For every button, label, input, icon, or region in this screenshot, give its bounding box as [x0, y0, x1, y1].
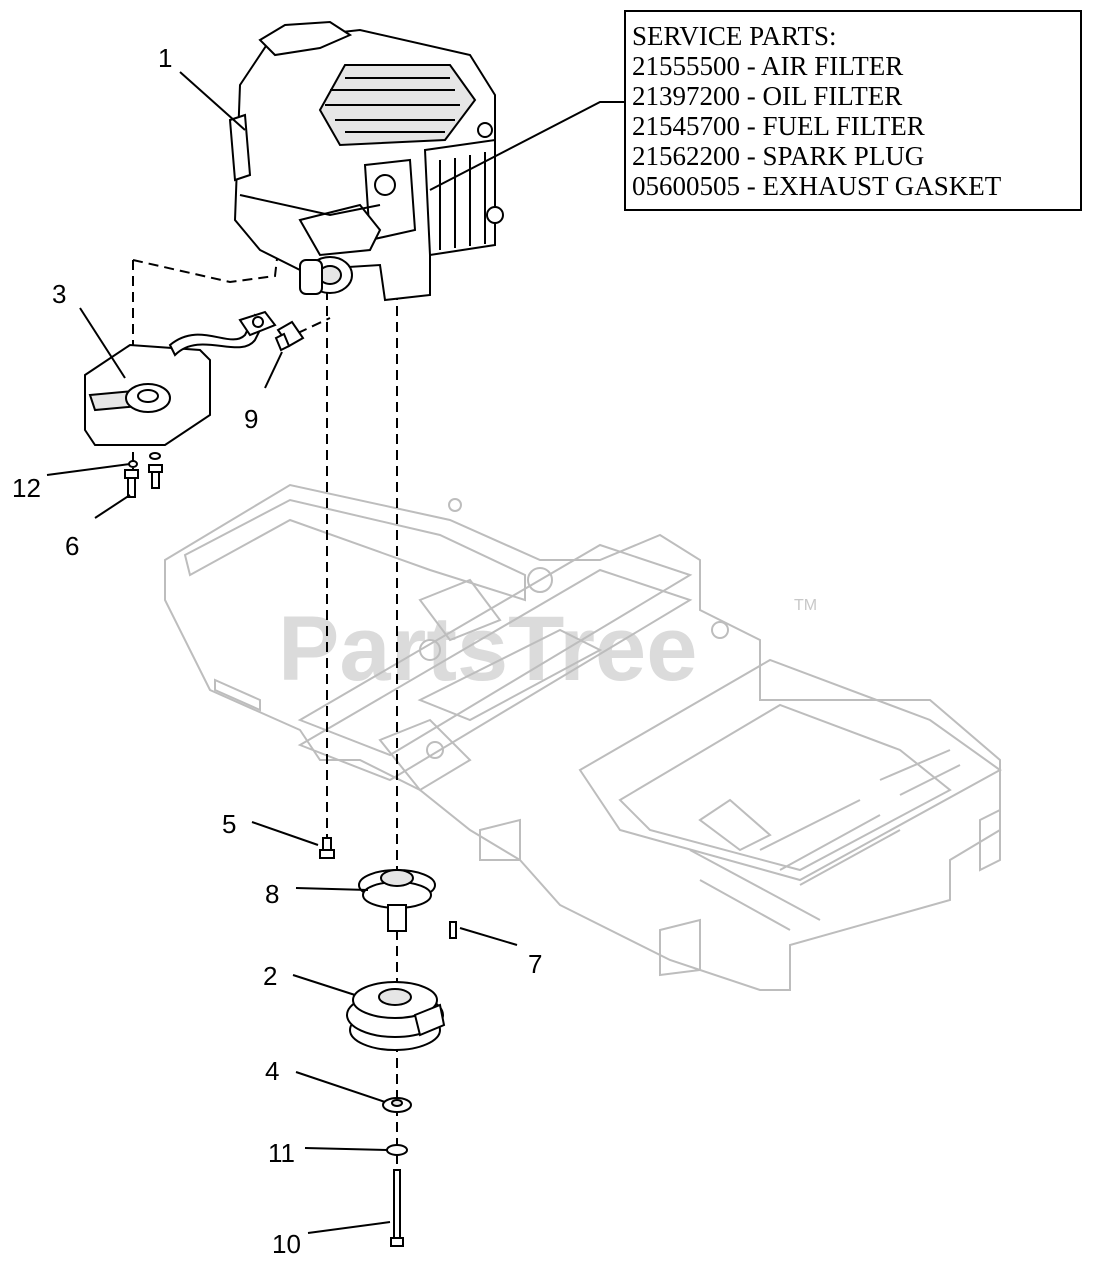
- pulley: [358, 869, 436, 932]
- bolt-6: [124, 464, 163, 498]
- callout-5: 5: [222, 809, 236, 839]
- service-part-air-filter: 21555500 - AIR FILTER: [632, 51, 903, 81]
- clutch: [346, 981, 446, 1051]
- service-part-oil-filter: 21397200 - OIL FILTER: [632, 81, 902, 111]
- callout-1: 1: [158, 43, 172, 73]
- pin-7: [449, 921, 457, 939]
- mower-frame: [164, 483, 1002, 991]
- bolt-5: [319, 837, 335, 859]
- service-part-fuel-filter: 21545700 - FUEL FILTER: [632, 111, 925, 141]
- callout-9: 9: [244, 404, 258, 434]
- service-parts-heading: SERVICE PARTS:: [632, 21, 837, 51]
- callouts: 1 3 9 12 6 5 8 7 2 4 11 10: [12, 43, 542, 1259]
- long-bolt-10: [390, 1169, 404, 1247]
- fitting: [274, 320, 305, 352]
- service-part-exhaust-gasket: 05600505 - EXHAUST GASKET: [632, 171, 1002, 201]
- washer-spacer-4: [382, 1097, 412, 1113]
- service-part-spark-plug: 21562200 - SPARK PLUG: [632, 141, 924, 171]
- callout-4: 4: [265, 1056, 279, 1086]
- callout-3: 3: [52, 279, 66, 309]
- leader-lines: [46, 71, 625, 1234]
- callout-7: 7: [528, 949, 542, 979]
- callout-2: 2: [263, 961, 277, 991]
- watermark: PartsTree: [278, 598, 697, 700]
- engine: [228, 20, 504, 302]
- washer-12: [128, 452, 161, 468]
- callout-11: 11: [268, 1138, 295, 1168]
- callout-8: 8: [265, 879, 279, 909]
- callout-10: 10: [272, 1229, 301, 1259]
- service-parts-box: SERVICE PARTS: 21555500 - AIR FILTER 213…: [624, 10, 1082, 211]
- muffler: [84, 310, 277, 446]
- callout-12: 12: [12, 473, 41, 503]
- watermark-trademark: TM: [794, 597, 817, 614]
- callout-6: 6: [65, 531, 79, 561]
- washer-11: [386, 1144, 408, 1156]
